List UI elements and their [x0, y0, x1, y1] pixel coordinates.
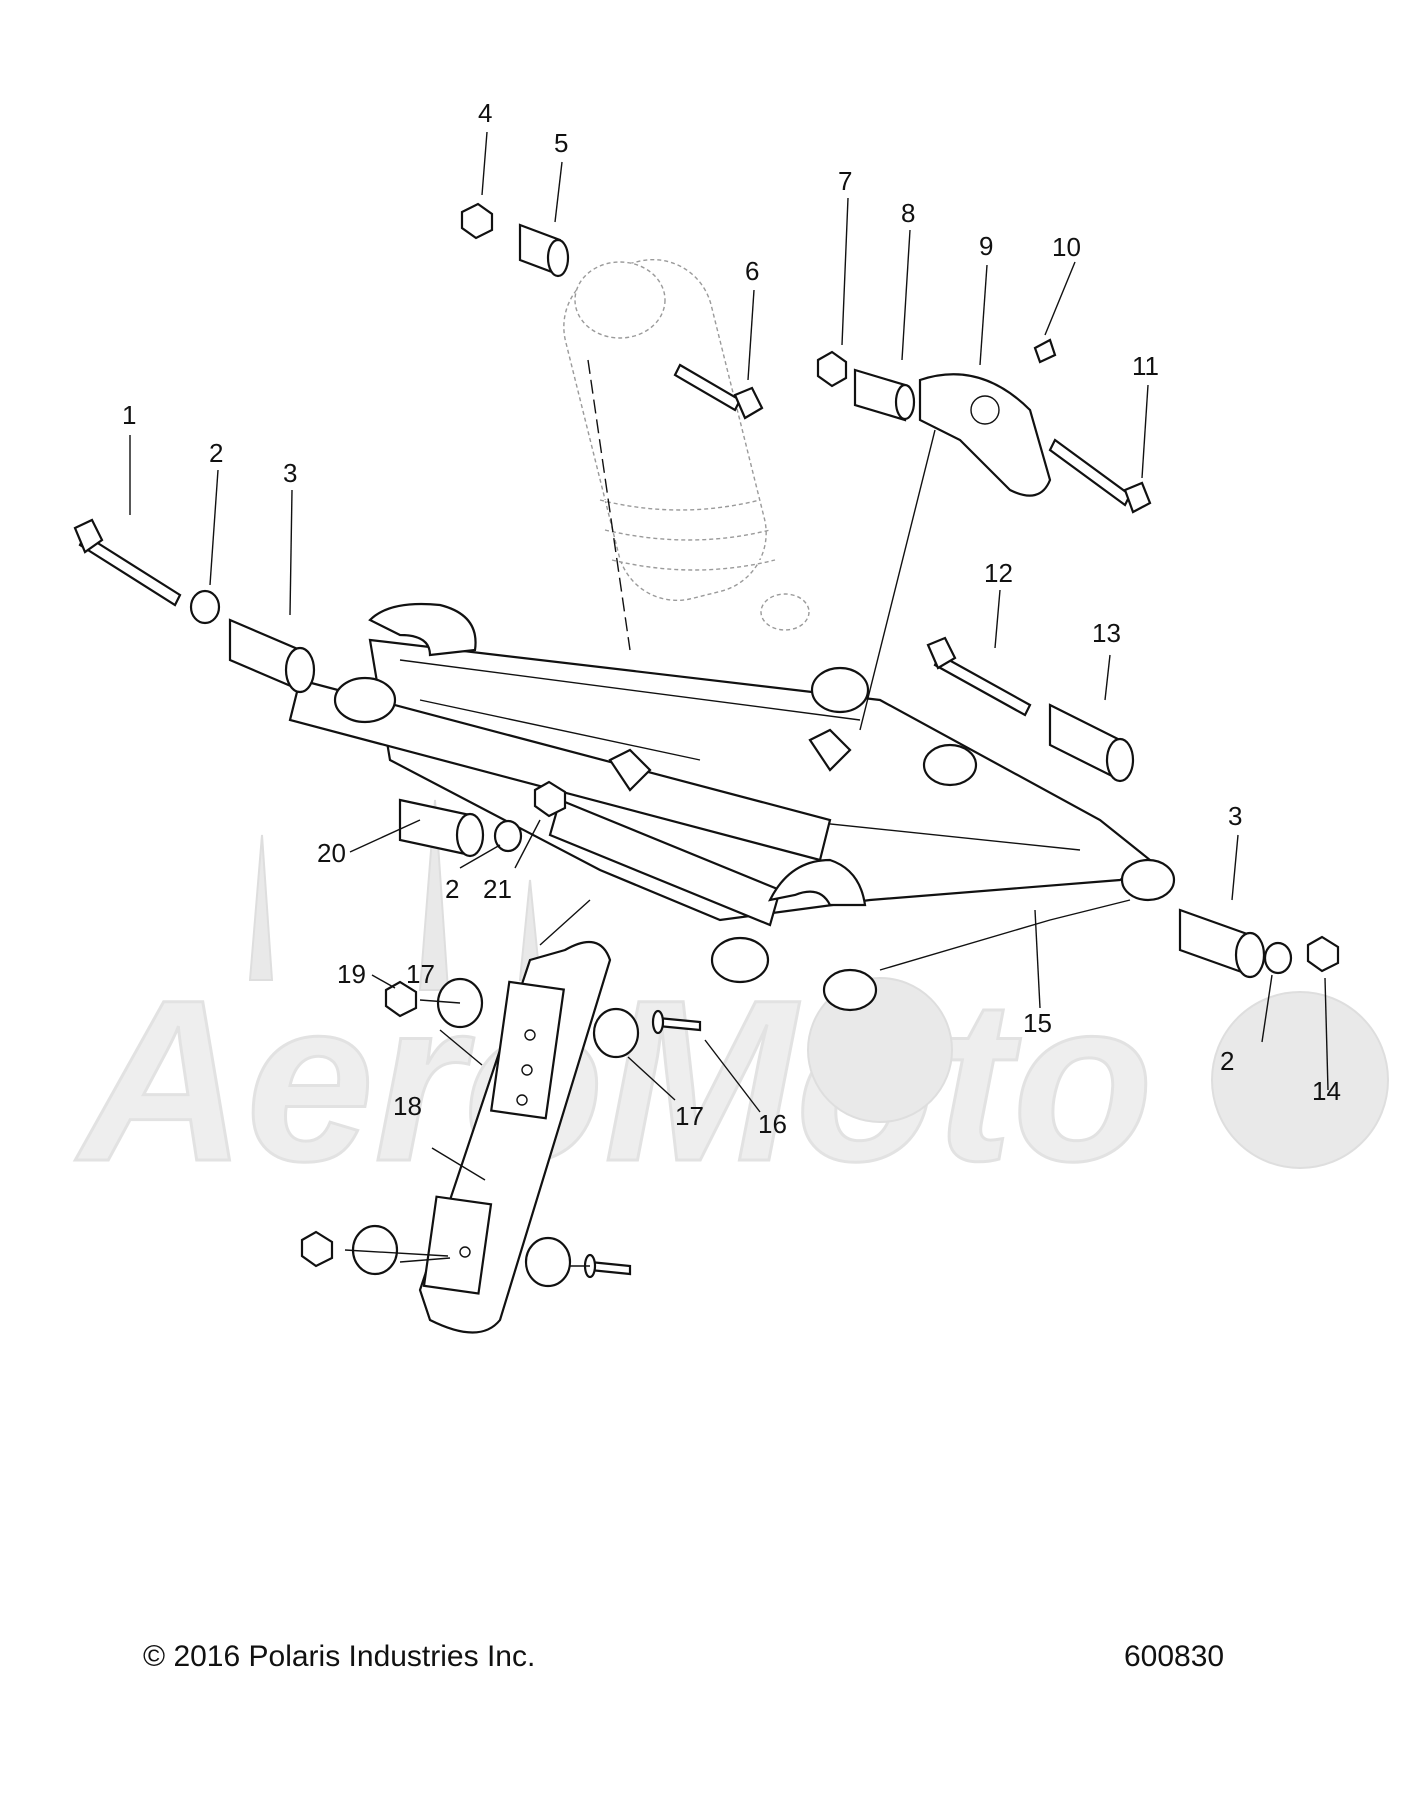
copyright-notice: © 2016 Polaris Industries Inc. — [143, 1640, 536, 1673]
callout-6: 6 — [745, 256, 759, 286]
callout-2c: 2 — [1220, 1046, 1234, 1076]
callout-20: 20 — [317, 838, 346, 868]
shock-absorber — [563, 258, 810, 631]
callout-1: 1 — [122, 400, 136, 430]
callout-5: 5 — [554, 128, 568, 158]
callout-17a: 17 — [406, 959, 435, 989]
callout-12: 12 — [984, 558, 1013, 588]
diagram-number: 600830 — [1124, 1640, 1225, 1673]
callout-9: 9 — [979, 231, 993, 261]
callout-2b: 2 — [445, 874, 459, 904]
callout-labels: 1 2 3 4 5 6 7 8 9 10 11 12 13 14 15 16 1… — [122, 98, 1341, 1139]
callout-11: 11 — [1132, 351, 1159, 381]
callout-18: 18 — [393, 1091, 422, 1121]
callout-8: 8 — [901, 198, 915, 228]
callout-7: 7 — [838, 166, 852, 196]
callout-16: 16 — [758, 1109, 787, 1139]
callout-17b: 17 — [675, 1101, 704, 1131]
callout-15: 15 — [1023, 1008, 1052, 1038]
hardware — [73, 202, 1340, 1288]
link-arm — [418, 940, 612, 1334]
watermark-logo: AeroMoto — [74, 799, 1389, 1211]
callout-2: 2 — [209, 438, 223, 468]
callout-19: 19 — [337, 959, 366, 989]
callout-10: 10 — [1052, 232, 1081, 262]
swing-arm-frame — [288, 602, 1176, 1012]
callout-14: 14 — [1312, 1076, 1341, 1106]
watermark-text: AeroMoto — [75, 952, 1153, 1209]
callout-3b: 3 — [1228, 801, 1242, 831]
callout-3: 3 — [283, 458, 297, 488]
callout-4: 4 — [478, 98, 492, 128]
leader-lines — [129, 131, 1329, 1267]
callout-21: 21 — [483, 874, 512, 904]
callout-13: 13 — [1092, 618, 1121, 648]
